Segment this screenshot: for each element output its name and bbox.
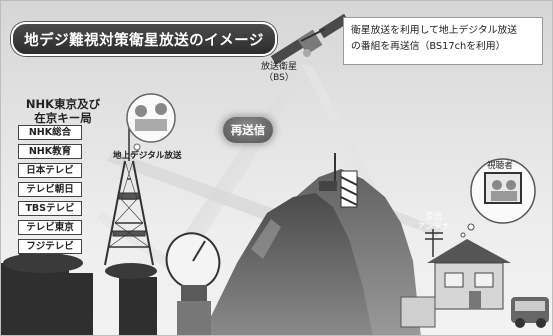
station-label: 日本テレビ xyxy=(18,163,82,178)
satellite-label-line-1: 放送衛星 xyxy=(260,62,297,72)
antenna-label-line-1: 受信 xyxy=(425,211,442,221)
relay-tower-icon xyxy=(319,153,358,208)
parabolic-dish-icon xyxy=(165,232,221,335)
house-icon xyxy=(400,239,511,328)
satellite-icon xyxy=(270,13,350,65)
station-label: NHK総合 xyxy=(18,125,82,140)
satellite-label: 放送衛星 （BS） xyxy=(249,62,309,84)
mountains xyxy=(201,169,421,335)
car-icon xyxy=(511,297,549,328)
satellite-label-line-2: （BS） xyxy=(264,73,294,83)
note-line-2: の番組を再送信（BS17chを利用） xyxy=(351,41,506,52)
resend-badge: 再送信 xyxy=(223,117,273,143)
tokyo-tower-icon xyxy=(104,125,154,266)
stations-title: NHK東京及び 在京キー局 xyxy=(14,97,112,125)
antenna-label: 受信 アンテナ xyxy=(417,211,450,231)
note-line-1: 衛星放送を利用して地上デジタル放送 xyxy=(351,25,518,36)
station-label: NHK教育 xyxy=(18,144,82,159)
station-label: テレビ朝日 xyxy=(18,182,82,197)
description-note: 衛星放送を利用して地上デジタル放送 の番組を再送信（BS17chを利用） xyxy=(343,17,543,65)
viewer-label: 視聴者 xyxy=(487,161,513,171)
station-list: NHK総合 NHK教育 日本テレビ テレビ朝日 TBSテレビ テレビ東京 フジテ… xyxy=(18,125,82,258)
stations-title-line-2: 在京キー局 xyxy=(34,111,92,125)
station-label: フジテレビ xyxy=(18,239,82,254)
station-label: テレビ東京 xyxy=(18,220,82,235)
station-label: TBSテレビ xyxy=(18,201,82,216)
stations-title-line-1: NHK東京及び xyxy=(25,97,101,111)
broadcaster-bubble xyxy=(126,93,176,158)
viewer-bubble xyxy=(460,158,536,238)
city-skyline xyxy=(1,253,157,335)
terrestrial-label: 地上デジタル放送 xyxy=(113,151,182,161)
receiving-antenna-icon xyxy=(425,229,443,257)
antenna-label-line-2: アンテナ xyxy=(417,221,451,231)
diagram-title: 地デジ難視対策衛星放送のイメージ xyxy=(11,22,277,56)
